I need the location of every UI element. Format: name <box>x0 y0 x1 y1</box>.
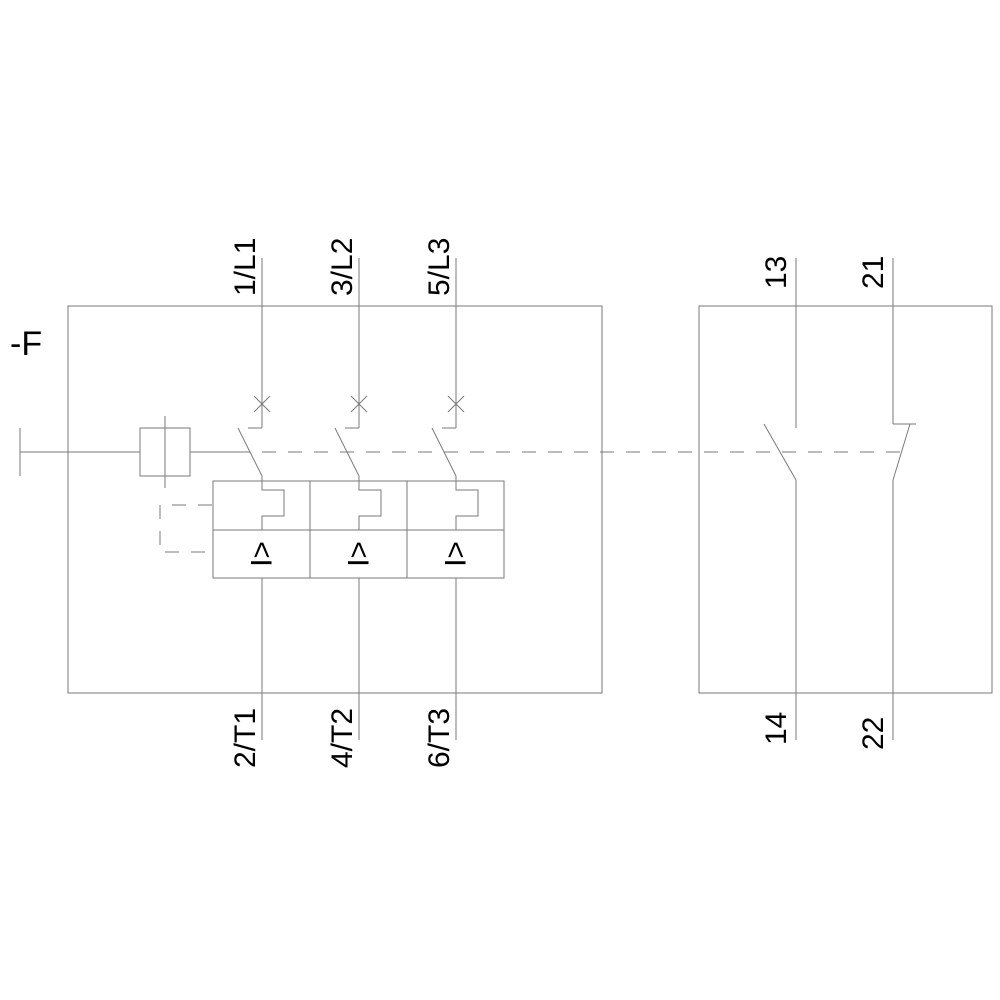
pole-3-cross <box>447 395 465 413</box>
aux-contact-no <box>763 258 797 740</box>
pole-1-cross <box>253 395 271 413</box>
trip-feedback-linkage <box>159 504 212 553</box>
aux-label-top-1: 13 <box>760 256 793 289</box>
pole-1-thermal-element <box>261 476 285 530</box>
terminal-label-bottom-3: 6/T3 <box>423 708 456 768</box>
pole-2-switch-blade <box>334 427 360 477</box>
pole-3 <box>431 258 479 740</box>
main-housing <box>67 305 603 694</box>
pole-2 <box>334 258 382 740</box>
aux-nc-blade <box>892 423 911 481</box>
magnetic-trip-symbol-1: I> <box>246 541 279 567</box>
device-designation: -F <box>10 325 42 363</box>
auxiliary-housing <box>698 305 993 694</box>
trip-units <box>212 480 505 579</box>
aux-label-bottom-2: 22 <box>857 717 890 750</box>
terminal-label-top-3: 5/L3 <box>423 238 456 296</box>
pole-2-cross <box>350 395 368 413</box>
terminal-label-bottom-2: 4/T2 <box>326 708 359 768</box>
pole-1 <box>237 258 285 740</box>
aux-no-blade <box>763 423 797 481</box>
pole-2-thermal-element <box>358 476 382 530</box>
magnetic-trip-symbol-3: I> <box>440 541 473 567</box>
pole-3-switch-blade <box>431 427 457 477</box>
aux-label-top-2: 21 <box>857 256 890 289</box>
pole-1-switch-blade <box>237 427 263 477</box>
aux-contact-nc <box>892 258 916 740</box>
pole-3-thermal-element <box>455 476 479 530</box>
terminal-label-top-1: 1/L1 <box>229 238 262 296</box>
terminal-label-bottom-1: 2/T1 <box>229 708 262 768</box>
aux-label-bottom-1: 14 <box>760 712 793 745</box>
terminal-label-top-2: 3/L2 <box>326 238 359 296</box>
magnetic-trip-symbol-2: I> <box>343 541 376 567</box>
